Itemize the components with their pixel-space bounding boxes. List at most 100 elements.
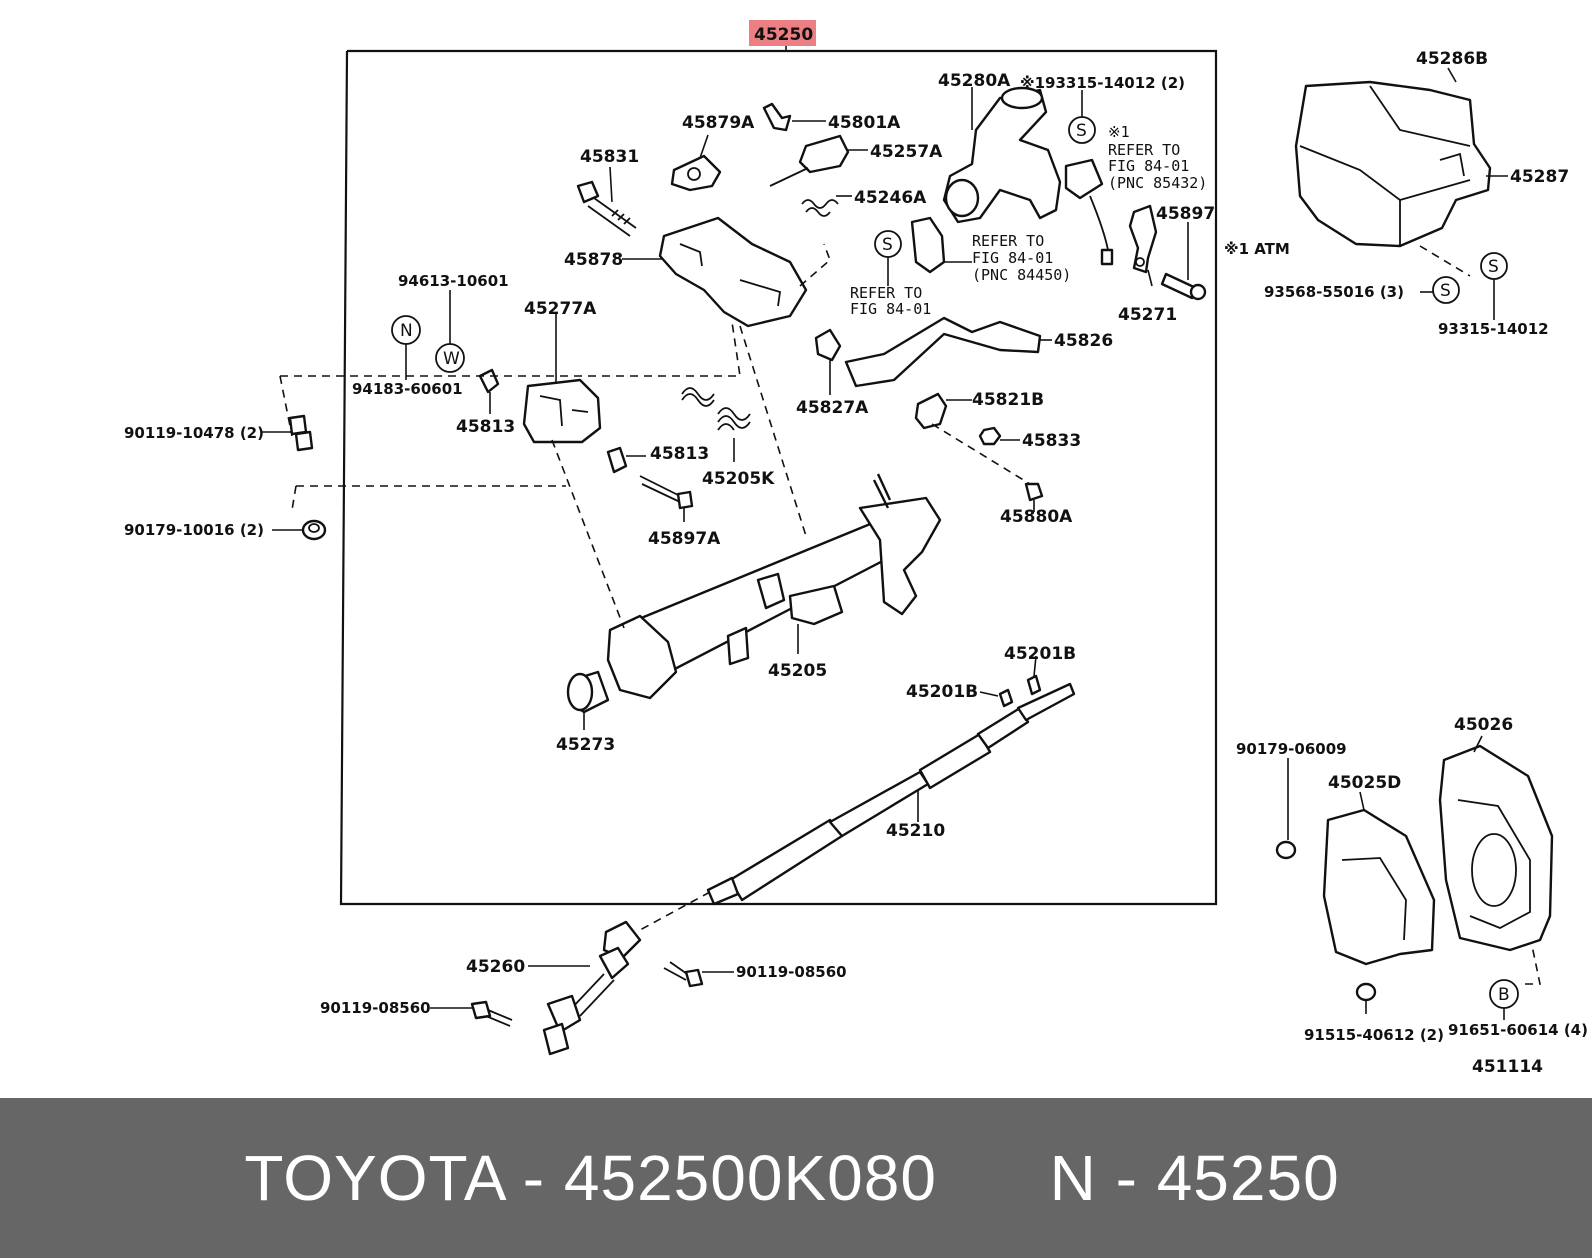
label-45813-right: 45813 [650, 444, 709, 464]
highlight-callout-45250[interactable]: 45250 [749, 20, 816, 46]
spring-45246A[interactable] [801, 195, 852, 217]
bolt-90119-08560-left[interactable] [430, 1000, 513, 1027]
label-45025D: 45025D [1328, 773, 1401, 793]
lever-45271[interactable] [1128, 204, 1158, 287]
universal-joint-45260[interactable] [528, 920, 642, 1056]
note-84450-line2: FIG 84-01 [972, 249, 1053, 267]
label-91651: 91651-60614 (4) [1448, 1021, 1588, 1039]
label-45026: 45026 [1454, 715, 1513, 735]
label-45277A: 45277A [524, 299, 597, 319]
svg-text:W: W [443, 349, 460, 369]
label-45286B: 45286B [1416, 49, 1488, 69]
label-90119-08560-right: 90119-08560 [736, 963, 847, 981]
clip-45813-right[interactable] [606, 446, 646, 474]
label-45210: 45210 [886, 821, 945, 841]
part-labels: 45280A ※193315-14012 (2) ※1 REFER TO FIG… [124, 49, 1588, 1077]
label-45801A: 45801A [828, 113, 901, 133]
cover-45025D[interactable] [1322, 791, 1436, 966]
label-90119-08560-left: 90119-08560 [320, 999, 431, 1017]
note-84450-line3: (PNC 84450) [972, 266, 1071, 284]
label-94613: 94613-10601 [398, 272, 509, 290]
note-x1-line2: REFER TO [1108, 141, 1180, 159]
bolt-90119-10478[interactable] [262, 414, 314, 452]
bolt-45897A[interactable] [639, 475, 694, 522]
label-90179-10016: 90179-10016 (2) [124, 521, 264, 539]
footer-part-number-text: TOYOTA - 452500K080 N - 45250 [244, 1142, 1340, 1214]
switch-84450[interactable] [910, 216, 972, 274]
label-45879A: 45879A [682, 113, 755, 133]
symbol-b: B [1489, 979, 1519, 1020]
bushing-45273[interactable] [566, 670, 610, 730]
highlight-box [749, 20, 816, 46]
steering-shaft-45210[interactable] [706, 682, 1076, 906]
clip-45201B[interactable] [979, 655, 1042, 708]
symbol-s-right2: S [1480, 252, 1508, 320]
cover-45286B-45287[interactable] [1294, 67, 1508, 248]
label-45897A: 45897A [648, 529, 721, 549]
label-93315-top: ※193315-14012 (2) [1020, 74, 1185, 92]
label-45897: 45897 [1156, 204, 1215, 224]
label-45878: 45878 [564, 250, 623, 270]
bracket-45879A[interactable] [670, 134, 722, 192]
label-45880A: 45880A [1000, 507, 1073, 527]
label-45205: 45205 [768, 661, 827, 681]
label-45831: 45831 [580, 147, 639, 167]
svg-text:N: N [400, 321, 413, 341]
label-atm-note: ※1 ATM [1224, 240, 1290, 258]
label-45201B-top: 45201B [1004, 644, 1076, 664]
bracket-45878[interactable] [622, 216, 808, 328]
label-45826: 45826 [1054, 331, 1113, 351]
nut-91515-40612[interactable] [1355, 982, 1377, 1014]
note-x1-line1: ※1 [1108, 123, 1130, 141]
label-45821B: 45821B [972, 390, 1044, 410]
svg-text:S: S [1440, 281, 1451, 301]
bolt-45880A[interactable] [931, 423, 1044, 512]
note-x1-line3: FIG 84-01 [1108, 157, 1189, 175]
label-45257A: 45257A [870, 142, 943, 162]
label-93315-right: 93315-14012 [1438, 320, 1549, 338]
plate-45821B[interactable] [914, 392, 972, 430]
clip-45801A[interactable] [762, 102, 826, 132]
nut-45833[interactable] [978, 426, 1020, 446]
plate-45827A[interactable] [814, 328, 842, 395]
cover-45026[interactable] [1438, 735, 1554, 952]
svg-text:S: S [1076, 121, 1087, 141]
column-lock-45280A[interactable] [942, 86, 1062, 224]
spring-45205K[interactable] [681, 387, 751, 462]
footer-bar: TOYOTA - 452500K080 N - 45250 [0, 1098, 1592, 1258]
label-93568: 93568-55016 (3) [1264, 283, 1404, 301]
label-94183: 94183-60601 [352, 380, 463, 398]
note-x1-line4: (PNC 85432) [1108, 174, 1207, 192]
label-45205K: 45205K [702, 469, 775, 489]
bracket-45257A[interactable] [769, 134, 868, 187]
note-84450-line1: REFER TO [972, 232, 1044, 250]
bracket-45826[interactable] [844, 316, 1052, 388]
label-91515: 91515-40612 (2) [1304, 1026, 1444, 1044]
note-fig-line1: REFER TO [850, 284, 922, 302]
svg-text:S: S [882, 235, 893, 255]
symbol-s-top: S [1068, 90, 1096, 144]
bolt-90119-08560-right[interactable] [663, 961, 734, 988]
clamp-45277A[interactable] [522, 314, 602, 444]
nut-90179-10016[interactable] [272, 519, 327, 541]
nut-90179-06009[interactable] [1275, 758, 1297, 860]
label-45246A: 45246A [854, 188, 927, 208]
label-451114: 451114 [1472, 1057, 1543, 1077]
parts-diagram: 45250 [124, 20, 1588, 1077]
symbol-s-right1: S [1420, 276, 1460, 304]
label-45273: 45273 [556, 735, 615, 755]
label-45287: 45287 [1510, 167, 1569, 187]
svg-text:B: B [1498, 985, 1510, 1005]
assembly-lines [279, 243, 1541, 985]
label-45833: 45833 [1022, 431, 1081, 451]
highlight-label: 45250 [754, 25, 813, 45]
svg-text:S: S [1488, 257, 1499, 277]
symbol-s-mid: S [874, 230, 902, 286]
label-90179-06009: 90179-06009 [1236, 740, 1347, 758]
column-tube-45205[interactable] [606, 473, 942, 700]
bolt-45897[interactable] [1160, 222, 1207, 301]
symbol-n: N [391, 315, 421, 380]
bolt-45831[interactable] [576, 166, 637, 237]
label-45280A: 45280A [938, 71, 1011, 91]
switch-85432[interactable] [1064, 158, 1114, 266]
